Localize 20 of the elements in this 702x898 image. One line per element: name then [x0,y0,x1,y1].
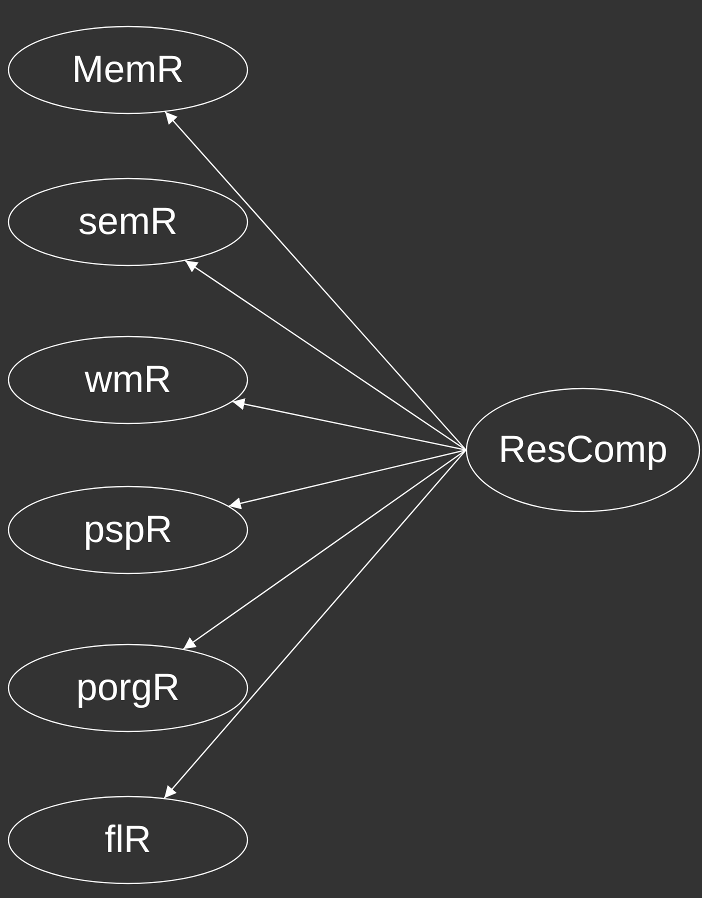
ellipse-node [466,388,700,512]
arrow [164,450,466,798]
node-label: porgR [76,666,180,710]
ellipse-node [8,796,248,884]
node-label: ResComp [498,428,668,472]
arrow [232,398,466,451]
arrow [183,449,466,650]
node-label: semR [78,200,178,244]
ellipse-node [8,178,248,266]
node-label: MemR [72,48,184,92]
ellipse-node [8,644,248,732]
node-label: pspR [84,508,172,552]
node-label: flR [104,818,152,862]
node-label: wmR [84,358,172,402]
arrow [164,111,466,450]
arrow [228,449,466,510]
ellipse-node [8,486,248,574]
ellipse-node [8,26,248,114]
ellipse-node [8,336,248,424]
arrow [184,260,466,451]
